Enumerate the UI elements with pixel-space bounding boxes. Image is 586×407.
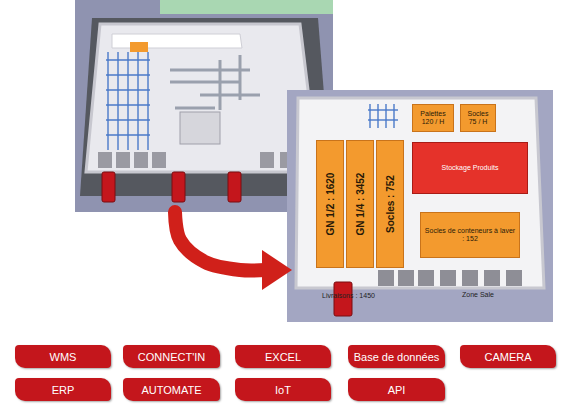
arrow-head [262, 250, 292, 290]
zone-caption: Livraisons : 1450 [322, 292, 375, 299]
zone-label: Socles : 752 [385, 175, 396, 233]
button-label: ERP [52, 384, 75, 396]
dock-doors [98, 152, 294, 168]
pallets [130, 42, 148, 52]
zone-box: Socles 75 / H [460, 104, 496, 132]
button-label: CONNECT'IN [138, 351, 206, 363]
button-label: EXCEL [265, 351, 301, 363]
warehouse-floor [86, 24, 318, 172]
button-label: IoT [275, 384, 291, 396]
zone-label: GN 1/2 : 1620 [325, 173, 336, 236]
zone-label: Stockage Produits [442, 164, 499, 172]
source-button: ERP [15, 378, 111, 401]
truck [334, 282, 352, 316]
source-button: Base de données [348, 345, 445, 368]
button-label: Base de données [354, 351, 440, 363]
racks [106, 52, 150, 150]
source-button: CAMERA [460, 345, 556, 368]
dock-doors [378, 270, 522, 286]
zone-box: Socles de conteneurs à laver : 152 [420, 212, 520, 258]
zone-caption: Zone Sale [462, 291, 494, 298]
storage-zone: Stockage Produits [412, 142, 528, 194]
source-button: EXCEL [235, 345, 331, 368]
warehouse-floor [296, 98, 544, 288]
zone-label: Socles de conteneurs à laver : 152 [423, 227, 517, 243]
zone-box: Palettes 120 / H [412, 104, 454, 132]
source-button: AUTOMATE [123, 378, 220, 401]
source-button: IoT [235, 378, 331, 401]
button-label: API [388, 384, 406, 396]
button-label: AUTOMATE [141, 384, 201, 396]
wash-zone [180, 112, 220, 144]
storage-block: GN 1/4 : 3452 [346, 140, 374, 268]
zone-label: GN 1/4 : 3452 [355, 173, 366, 236]
racks [368, 104, 398, 128]
button-label: WMS [50, 351, 77, 363]
storage-block: Socles : 752 [376, 140, 404, 268]
source-button: WMS [15, 345, 111, 368]
source-button: API [348, 378, 445, 401]
source-button: CONNECT'IN [123, 345, 220, 368]
transform-arrow [175, 212, 266, 270]
storage-block: GN 1/2 : 1620 [316, 140, 344, 268]
zone-label: Palettes 120 / H [415, 110, 451, 126]
conveyors [170, 55, 260, 110]
zone-label: Socles 75 / H [463, 110, 493, 126]
button-label: CAMERA [484, 351, 531, 363]
parking-strip [160, 0, 333, 14]
trucks [102, 172, 241, 202]
panel-ground [287, 90, 553, 322]
